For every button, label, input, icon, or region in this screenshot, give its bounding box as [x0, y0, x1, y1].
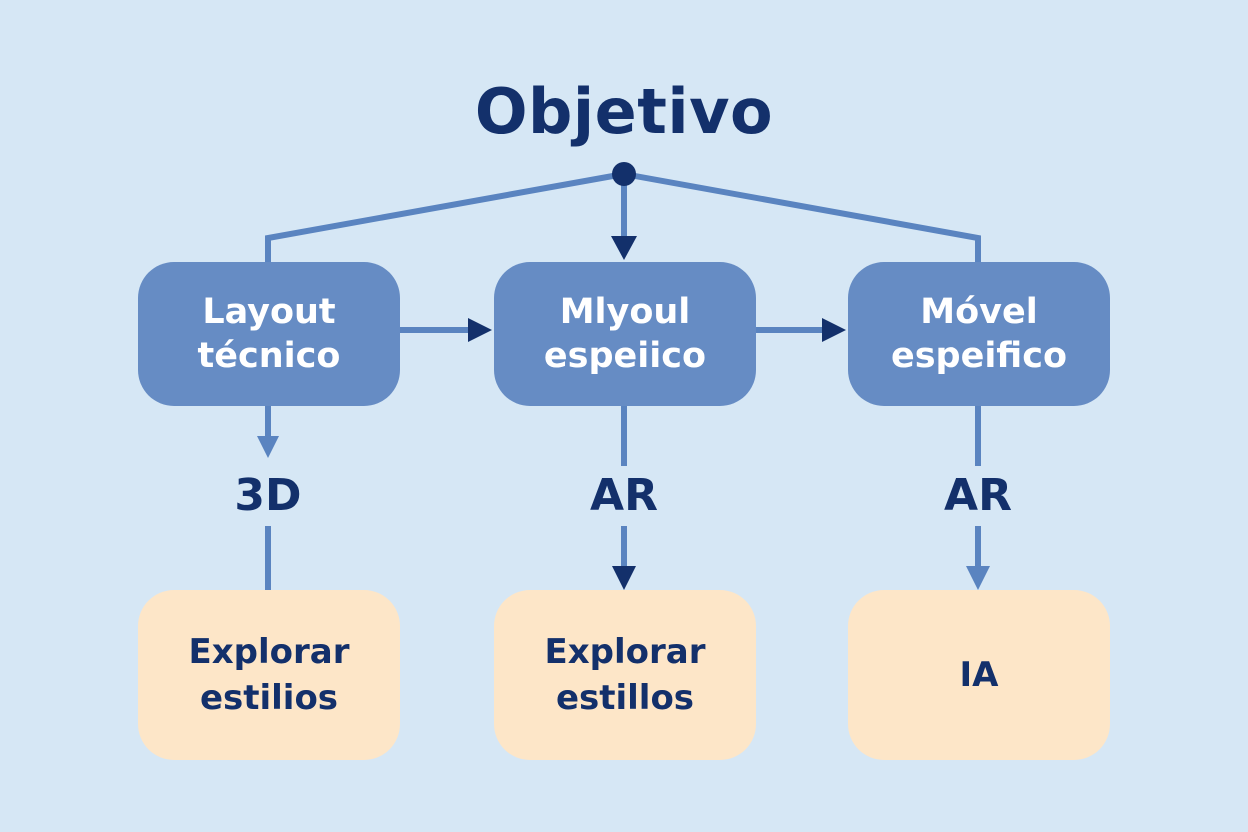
outcome-explorar-estillos: Explorar estillos	[494, 590, 756, 760]
node-layout-tecnico: Layout técnico	[138, 262, 400, 406]
node-movel-espeifico: Móvel espeifico	[848, 262, 1110, 406]
root-dot	[612, 162, 636, 186]
arrow-down-icon	[257, 436, 279, 458]
arrow-right-icon	[468, 318, 492, 342]
edge-label-ar: AR	[898, 466, 1058, 526]
outcome-label-line1: IA	[959, 655, 999, 695]
outcome-label-line2: estillos	[555, 678, 695, 718]
arrow-down-icon	[612, 566, 636, 590]
branch-right-line	[623, 171, 981, 262]
arrow-right-icon	[822, 318, 846, 342]
node-label-line1: Mlyoul	[559, 292, 691, 332]
outcome-label-line2: estilios	[199, 678, 339, 718]
branch-left-line	[265, 171, 625, 262]
node-mlyoul-espeiico: Mlyoul espeiico	[494, 262, 756, 406]
outcome-label-line1: Explorar	[188, 632, 350, 672]
node-label-line1: Layout	[202, 292, 336, 332]
node-label-line2: espeifico	[890, 336, 1068, 376]
edge-label-ar: AR	[544, 466, 704, 526]
node-label-line2: técnico	[197, 336, 341, 376]
outcome-label-line1: Explorar	[544, 632, 706, 672]
edge-label-3d: 3D	[188, 466, 348, 526]
diagram-title: Objetivo	[474, 75, 774, 148]
node-label-line1: Móvel	[920, 292, 1038, 332]
arrow-down-icon	[966, 566, 990, 590]
arrow-down-icon	[611, 236, 637, 260]
outcome-explorar-estilios: Explorar estilios	[138, 590, 400, 760]
outcome-ia: IA	[848, 590, 1110, 760]
node-label-line2: espeiico	[543, 336, 707, 376]
